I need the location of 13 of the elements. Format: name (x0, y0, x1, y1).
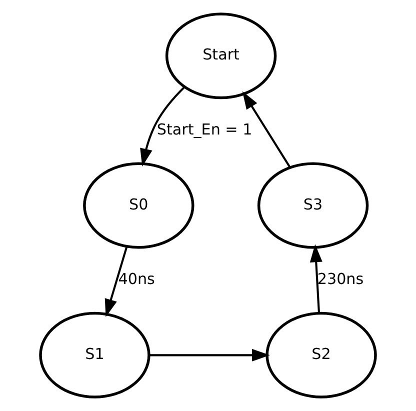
arrow (149, 348, 270, 362)
edge-label: Start_En = 1 (156, 120, 252, 139)
arrow (310, 244, 322, 313)
edge-label: 230ns (317, 270, 364, 288)
node-ellipse: S0 (83, 162, 194, 249)
node-ellipse: S2 (266, 312, 377, 398)
node-ellipse: S1 (39, 312, 150, 398)
arrow (140, 86, 185, 167)
edge-label: 40ns (118, 270, 155, 288)
node-ellipse: Start (165, 12, 277, 100)
node-ellipse: S3 (257, 162, 369, 249)
arrow (104, 246, 128, 317)
arrow (242, 91, 291, 168)
